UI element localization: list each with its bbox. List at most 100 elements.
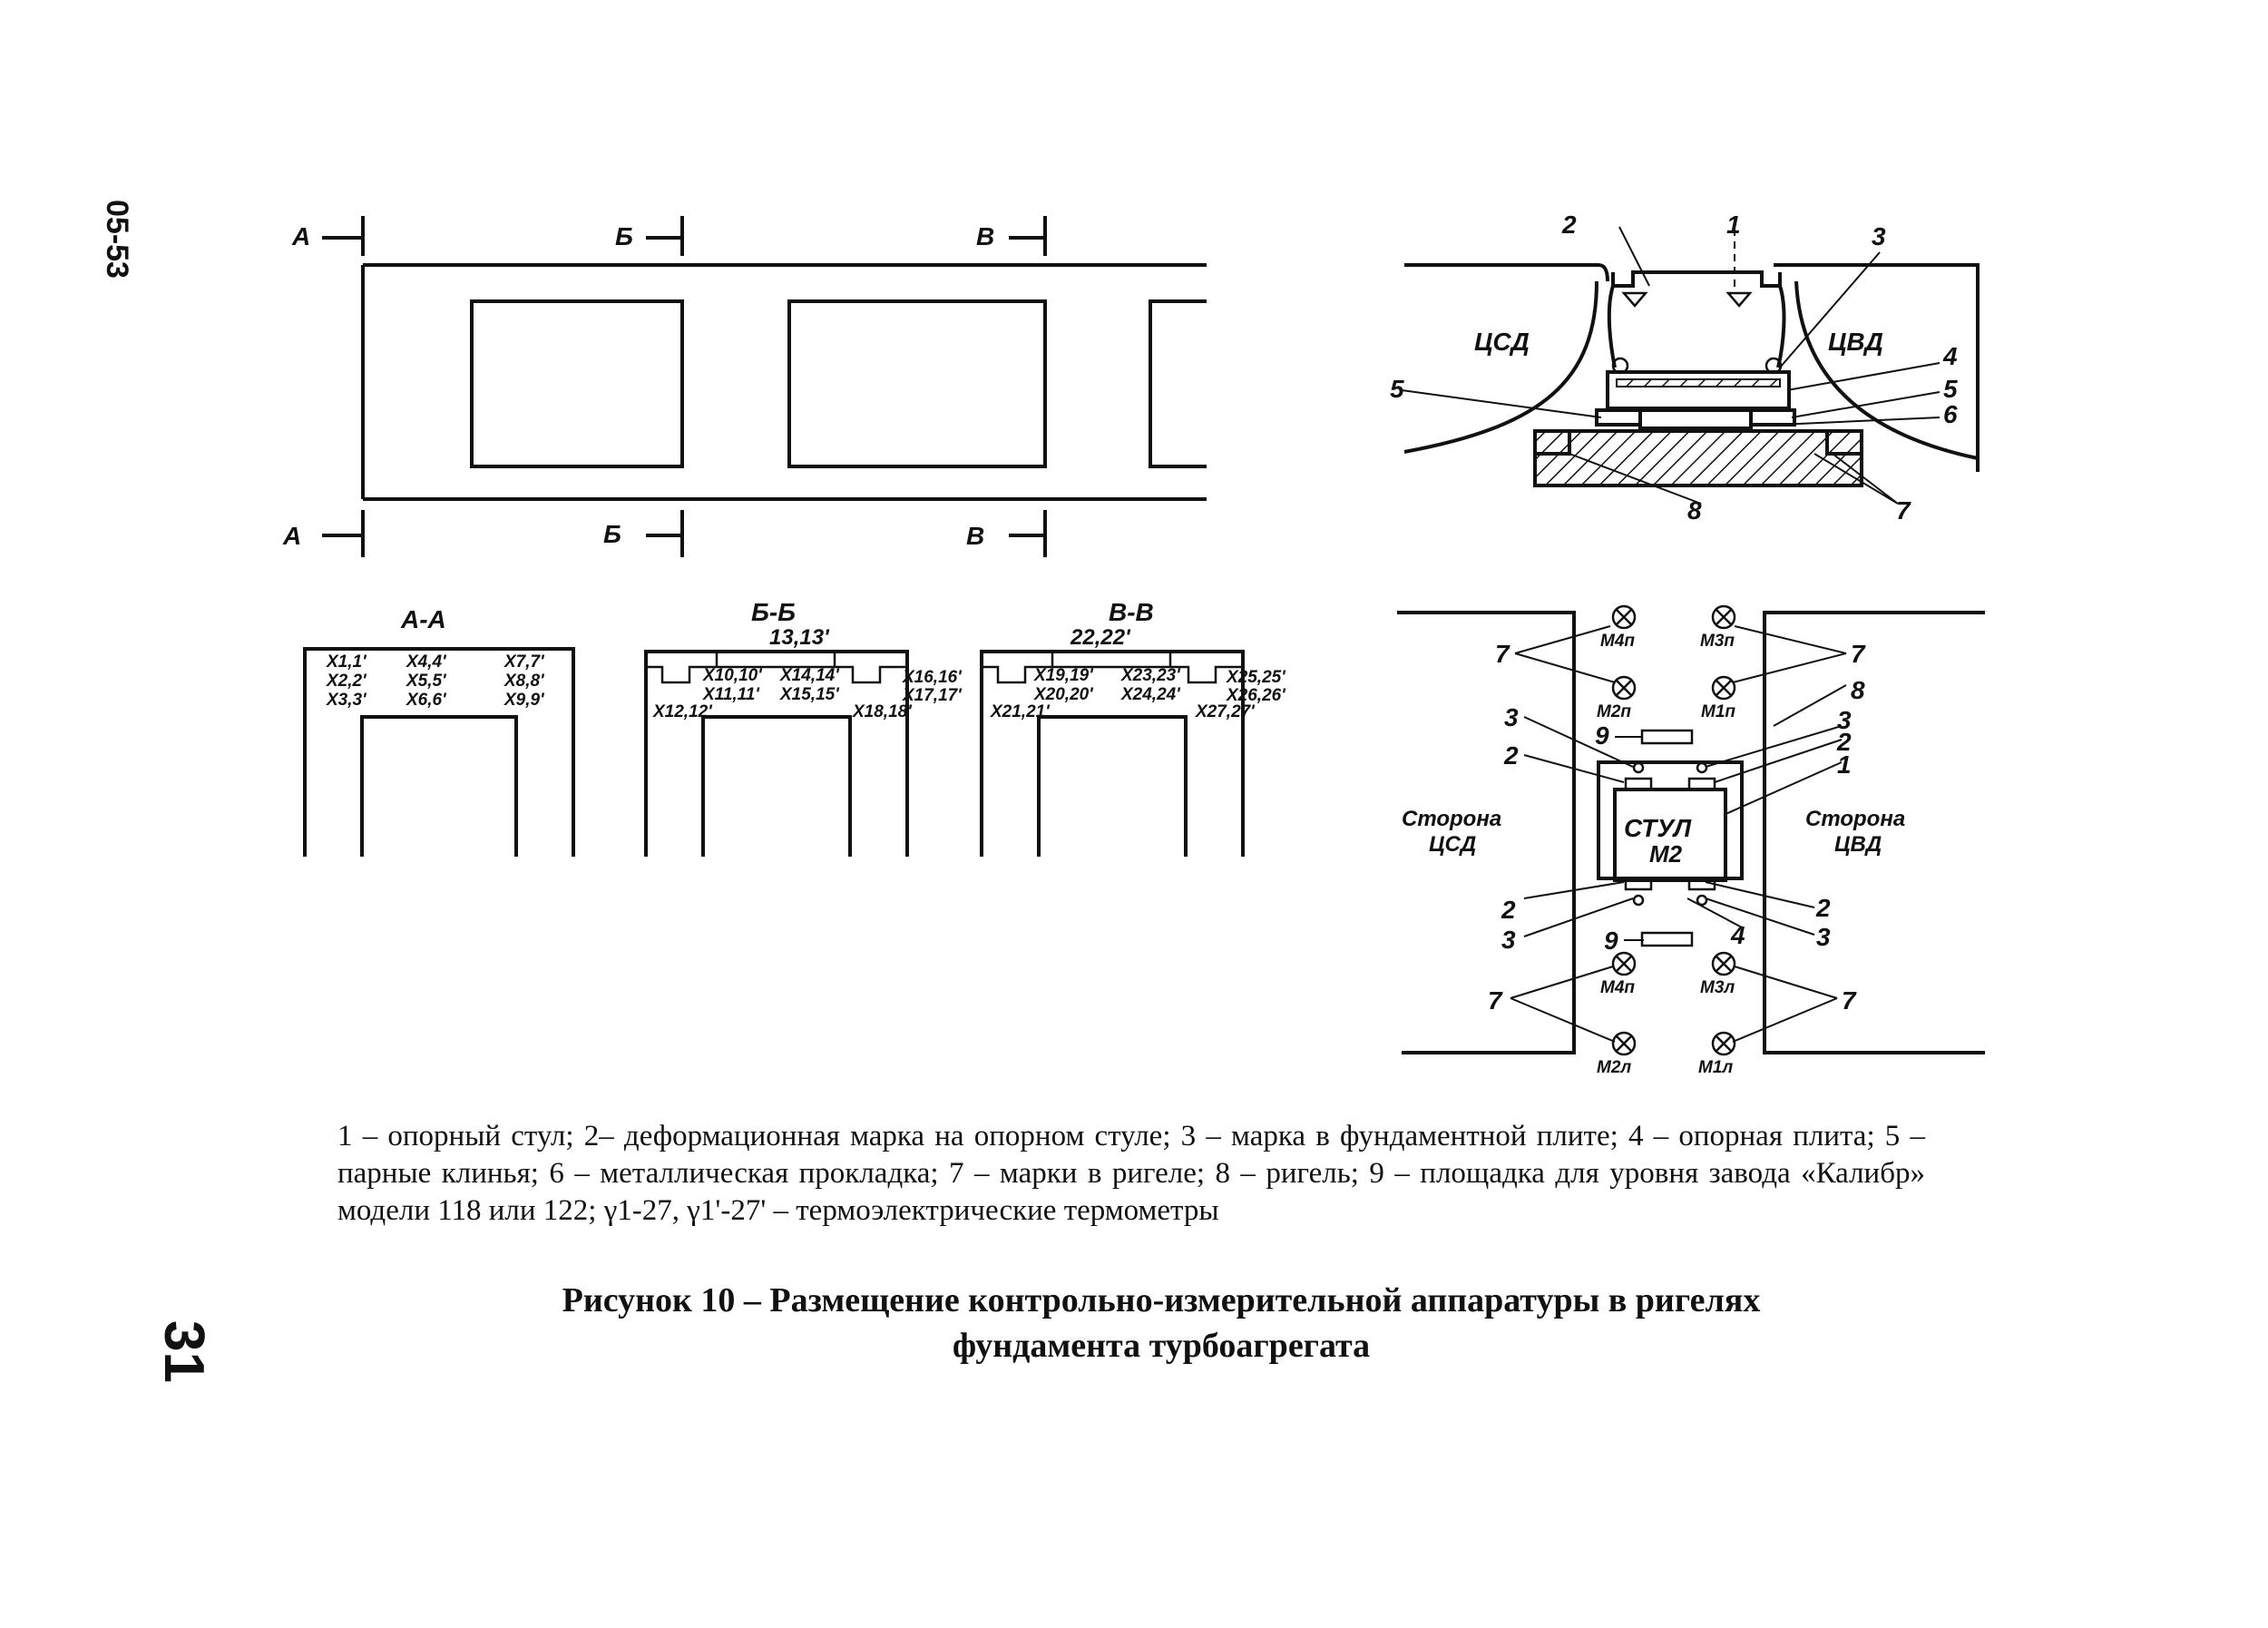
- section-marker-v-bottom: [1009, 510, 1047, 557]
- section-v-v: В-В 22,22' Х19,19' Х20,20' Х23,23' Х24,2…: [980, 598, 1286, 857]
- legend-line: 9 – площадка для уровня завода «Калибр» …: [337, 1157, 1925, 1227]
- plan-callout: 9: [1595, 721, 1609, 750]
- page-number: 31: [152, 1320, 215, 1383]
- detail-left-curve: [1403, 280, 1598, 454]
- side-label-tsvd-value: ЦВД: [1834, 832, 1882, 857]
- section-label-v-bottom: В: [966, 522, 984, 550]
- detail-callout-6: 6: [1943, 400, 1958, 428]
- beam-opening-3: [1149, 299, 1207, 468]
- sensor-tag: Х27,27': [1195, 702, 1256, 721]
- mark-label: М1п: [1701, 702, 1735, 721]
- plan-callout: 2: [1501, 896, 1516, 924]
- chair-number: М2: [1649, 840, 1683, 868]
- sensor-tag: Х23,23': [1120, 666, 1181, 685]
- slab-mark: [1696, 761, 1708, 774]
- bearing-plate: [1606, 370, 1791, 410]
- sensor-tag: Х2,2': [326, 672, 367, 691]
- level-platform: [1640, 931, 1694, 947]
- detail-label-tsvd: ЦВД: [1828, 328, 1883, 356]
- plan-callout: 3: [1837, 706, 1852, 734]
- section-b-title: Б-Б: [751, 598, 796, 626]
- support-detail: 2 1 3 4 5 5 6 7 8 ЦСД ЦВД: [1390, 211, 1980, 525]
- section-a-title: А-А: [400, 605, 446, 633]
- beam-plan: А А Б Б В В: [282, 216, 1207, 557]
- beam-opening-1: [470, 299, 684, 468]
- detail-callout-3: 3: [1872, 222, 1886, 250]
- section-marker-a-bottom: [322, 510, 365, 557]
- sensor-tag: Х14,14': [779, 666, 840, 685]
- section-label-b-top: Б: [615, 222, 633, 250]
- plan-callout: 7: [1842, 986, 1857, 1015]
- detail-callout-2: 2: [1561, 211, 1577, 239]
- plan-callout: 1: [1837, 750, 1852, 779]
- plan-callout: 3: [1501, 926, 1516, 954]
- bearing-plate-hatch: [1616, 378, 1781, 387]
- legend-line: термометры: [1063, 1194, 1219, 1227]
- foundation-marks: [1533, 431, 1862, 456]
- level-platform: [1640, 729, 1694, 745]
- mark-label: М3л: [1700, 978, 1735, 997]
- section-a-outline: [303, 647, 575, 857]
- side-label-tssd: Сторона: [1402, 807, 1501, 831]
- chair-label: СТУЛ: [1624, 814, 1692, 842]
- section-v-ledge: [982, 665, 1243, 684]
- sensor-tag: Х9,9': [503, 691, 545, 710]
- section-marker-b-top: [646, 216, 684, 256]
- sensor-tag: Х4,4': [406, 652, 447, 672]
- mark-label: М3п: [1700, 632, 1735, 651]
- figure-legend: 1 – опорный стул; 2– деформационная марк…: [337, 1118, 1925, 1230]
- chair-sides: [1607, 285, 1786, 368]
- detail-callout-8: 8: [1687, 496, 1702, 525]
- slab-mark: [1632, 894, 1645, 907]
- foundation-slab: [1533, 429, 1863, 487]
- sensor-tag: Х17,17': [902, 686, 963, 705]
- wedge-right: [1749, 408, 1796, 427]
- beam-opening-2: [787, 299, 1047, 468]
- section-label-a-bottom: А: [282, 522, 301, 550]
- metal-shim: [1638, 408, 1753, 430]
- detail-leader-lines: [1401, 226, 1941, 505]
- sensor-tag: Х18,18': [852, 702, 913, 721]
- sensor-tag: Х3,3': [326, 691, 367, 710]
- plan-callout: 2: [1815, 894, 1831, 922]
- detail-right-beam: [1774, 263, 1980, 472]
- plan-callout: 2: [1836, 728, 1852, 756]
- sensor-tag: Х21,21': [990, 702, 1051, 721]
- section-a-a: А-А Х1,1' Х2,2' Х3,3' Х4,4' Х5,5' Х6,6' …: [303, 605, 575, 857]
- technical-drawing: А А Б Б В В А-А Х1,1' Х2,2' Х3,3' Х4,4' …: [282, 211, 1985, 1077]
- sensor-tag: Х12,12': [652, 702, 713, 721]
- mark-label: М4п: [1600, 632, 1635, 651]
- deformation-mark: [1624, 777, 1653, 791]
- side-label-tssd-value: ЦСД: [1429, 832, 1476, 857]
- slab-mark: [1632, 761, 1645, 774]
- plan-callout: 3: [1816, 923, 1831, 951]
- deformation-mark: [1624, 877, 1653, 891]
- section-b-top-tag: 13,13': [769, 625, 830, 650]
- slab-mark: [1696, 894, 1708, 907]
- sensor-tag: Х19,19': [1033, 666, 1094, 685]
- sensor-tag: Х8,8': [503, 672, 545, 691]
- section-b-outline: [644, 650, 909, 857]
- section-v-block-edges: [1051, 652, 1172, 667]
- detail-callout-1: 1: [1726, 211, 1741, 239]
- sensor-tag: Х24,24': [1120, 685, 1181, 704]
- legend-line: 1 – опорный стул; 2– деформационная марк…: [337, 1120, 1618, 1152]
- detail-right-curve: [1794, 280, 1979, 460]
- detail-callout-4: 4: [1942, 342, 1958, 370]
- section-marker-b-bottom: [646, 510, 684, 557]
- sensor-tag: Х20,20': [1033, 685, 1094, 704]
- plan-callout: 7: [1488, 986, 1503, 1015]
- section-b-block-edges: [715, 652, 836, 667]
- plan-callout: 8: [1851, 676, 1865, 704]
- section-v-top-tag: 22,22': [1070, 625, 1131, 650]
- plan-callout: 3: [1504, 703, 1519, 731]
- plan-right-wall: [1763, 611, 1985, 1054]
- sensor-tag: Х26,26': [1226, 686, 1286, 705]
- section-b-ledge: [646, 665, 907, 684]
- deformation-mark: [1687, 777, 1716, 791]
- section-v-outline: [980, 650, 1245, 857]
- chair-inner: [1613, 788, 1727, 882]
- caption-line-1: Рисунок 10 – Размещение контрольно-измер…: [562, 1281, 1761, 1319]
- caption-line-2: фундамента турбоагрегата: [952, 1327, 1371, 1365]
- plan-callout: 4: [1730, 921, 1745, 949]
